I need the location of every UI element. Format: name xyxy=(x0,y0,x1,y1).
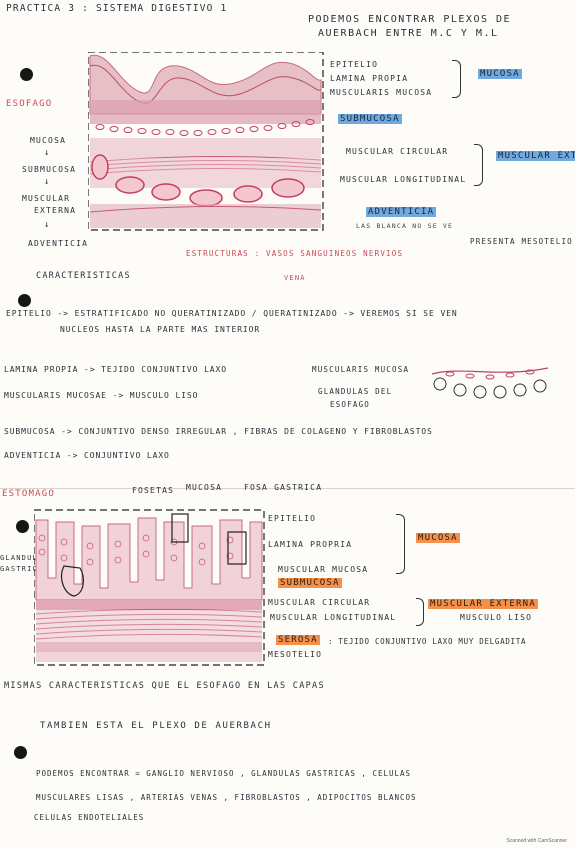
arrow-down-icon: ↓ xyxy=(44,148,50,158)
eso-lamina-label: LAMINA PROPIA xyxy=(330,74,409,83)
sto-serosa-highlight: SEROSA xyxy=(276,635,320,645)
brace-muscular-externa xyxy=(474,144,483,186)
side-muscularis-label: MUSCULARIS MUCOSA xyxy=(312,365,410,374)
sto-fosa-gastrica: FOSA GASTRICA xyxy=(244,483,323,492)
sto-final-line2: MUSCULARES LISAS , ARTERIAS VENAS , FIBR… xyxy=(36,793,417,802)
eso-adventicia-highlight: ADVENTICIA xyxy=(366,207,437,217)
sto-mesotelio-label: MESOTELIO xyxy=(268,650,323,659)
sto-mucosa-top: MUCOSA xyxy=(186,483,223,492)
eso-epitelio-label: EPITELIO xyxy=(330,60,379,69)
eso-mesotelio-note: PRESENTA MESOTELIO xyxy=(470,237,573,246)
sto-epitelio-label: EPITELIO xyxy=(268,514,317,523)
seq-submucosa: SUBMUCOSA xyxy=(22,165,77,174)
sto-musculo-liso: MUSCULO LISO xyxy=(460,613,533,622)
eso-muscularis-label: MUSCULARIS MUCOSA xyxy=(330,88,433,97)
eso-adventicia-desc: ADVENTICIA -> CONJUNTIVO LAXO xyxy=(4,451,170,460)
arrow-down-icon: ↓ xyxy=(44,220,50,230)
sto-plexo-line: TAMBIEN ESTA EL PLEXO DE AUERBACH xyxy=(40,721,272,731)
sto-muscular-mucosa-label: MUSCULAR MUCOSA xyxy=(278,565,369,574)
esofago-label: ESOFAGO xyxy=(6,99,53,109)
eso-muscular-externa-highlight: MUSCULAR EXTERNA xyxy=(496,151,575,162)
brace-sto-muscular xyxy=(416,598,424,626)
bullet-estomago xyxy=(16,520,29,533)
page-title: PRACTICA 3 : SISTEMA DIGESTIVO 1 xyxy=(6,3,228,14)
scanner-badge: Scanned with CamScanner xyxy=(506,838,567,844)
eso-longitudinal-label: MUSCULAR LONGITUDINAL xyxy=(340,175,467,184)
eso-adventicia-note: LAS BLANCA NO SE VE xyxy=(356,222,454,230)
sto-final-line3: CELULAS ENDOTELIALES xyxy=(34,813,145,822)
side-esofago-label: ESOFAGO xyxy=(330,400,371,409)
eso-mucosa-highlight: MUCOSA xyxy=(478,69,522,79)
estomago-drawing xyxy=(34,509,265,666)
sto-glandulas-label2: GASTRICAS xyxy=(0,565,49,573)
eso-epitelio-desc2: NUCLEOS HASTA LA PARTE MAS INTERIOR xyxy=(60,325,261,334)
header-note-line1: PODEMOS ENCONTRAR PLEXOS DE xyxy=(308,14,512,25)
brace-mucosa xyxy=(452,60,461,98)
eso-submucosa-highlight: SUBMUCOSA xyxy=(338,114,402,124)
bullet-caracteristicas xyxy=(18,294,31,307)
eso-muscularis-desc: MUSCULARIS MUCOSAE -> MUSCULO LISO xyxy=(4,391,199,400)
sto-fosetas: FOSETAS xyxy=(132,486,175,495)
eso-lamina-desc: LAMINA PROPIA -> TEJIDO CONJUNTIVO LAXO xyxy=(4,365,227,374)
side-glandulas-label: GLANDULAS DEL xyxy=(318,387,393,396)
eso-submucosa-desc: SUBMUCOSA -> CONJUNTIVO DENSO IRREGULAR … xyxy=(4,427,433,436)
sto-muscular-externa-highlight: MUSCULAR EXTERNA xyxy=(428,599,538,609)
sto-mismas-line: MISMAS CARACTERISTICAS QUE EL ESOFAGO EN… xyxy=(4,681,325,691)
sto-final-line1: PODEMOS ENCONTRAR = GANGLIO NERVIOSO , G… xyxy=(36,769,412,778)
sto-submucosa-highlight: SUBMUCOSA xyxy=(278,578,342,588)
sto-circular-label: MUSCULAR CIRCULAR xyxy=(268,598,371,607)
bullet-final xyxy=(14,746,27,759)
brace-sto-mucosa xyxy=(396,514,405,574)
eso-estructuras: ESTRUCTURAS : VASOS SANGUINEOS NERVIOS xyxy=(186,249,404,258)
sto-glandulas-label1: GLANDULAS xyxy=(0,554,49,562)
seq-externa: EXTERNA xyxy=(34,206,77,215)
esofago-drawing xyxy=(88,52,324,231)
sto-mucosa-highlight: MUCOSA xyxy=(416,533,460,543)
section-divider xyxy=(0,488,575,489)
sto-lamina-label: LAMINA PROPRIA xyxy=(268,540,353,549)
eso-caracteristicas: CARACTERISTICAS xyxy=(36,271,131,281)
arrow-down-icon: ↓ xyxy=(44,177,50,187)
sto-serosa-note: : TEJIDO CONJUNTIVO LAXO MUY DELGADITA xyxy=(328,637,527,646)
eso-circular-label: MUSCULAR CIRCULAR xyxy=(346,147,449,156)
seq-mucosa: MUCOSA xyxy=(30,136,67,145)
sto-longitudinal-label: MUSCULAR LONGITUDINAL xyxy=(270,613,397,622)
eso-estructuras-extra: VENA xyxy=(284,274,306,282)
bullet-esofago xyxy=(20,68,33,81)
seq-muscular: MUSCULAR xyxy=(22,194,71,203)
eso-epitelio-desc1: EPITELIO -> ESTRATIFICADO NO QUERATINIZA… xyxy=(6,309,458,318)
estomago-label: ESTOMAGO xyxy=(2,489,55,499)
seq-adventicia: ADVENTICIA xyxy=(28,239,89,248)
glandulas-sketch xyxy=(431,367,549,399)
header-note-line2: AUERBACH ENTRE M.C Y M.L xyxy=(318,28,499,39)
